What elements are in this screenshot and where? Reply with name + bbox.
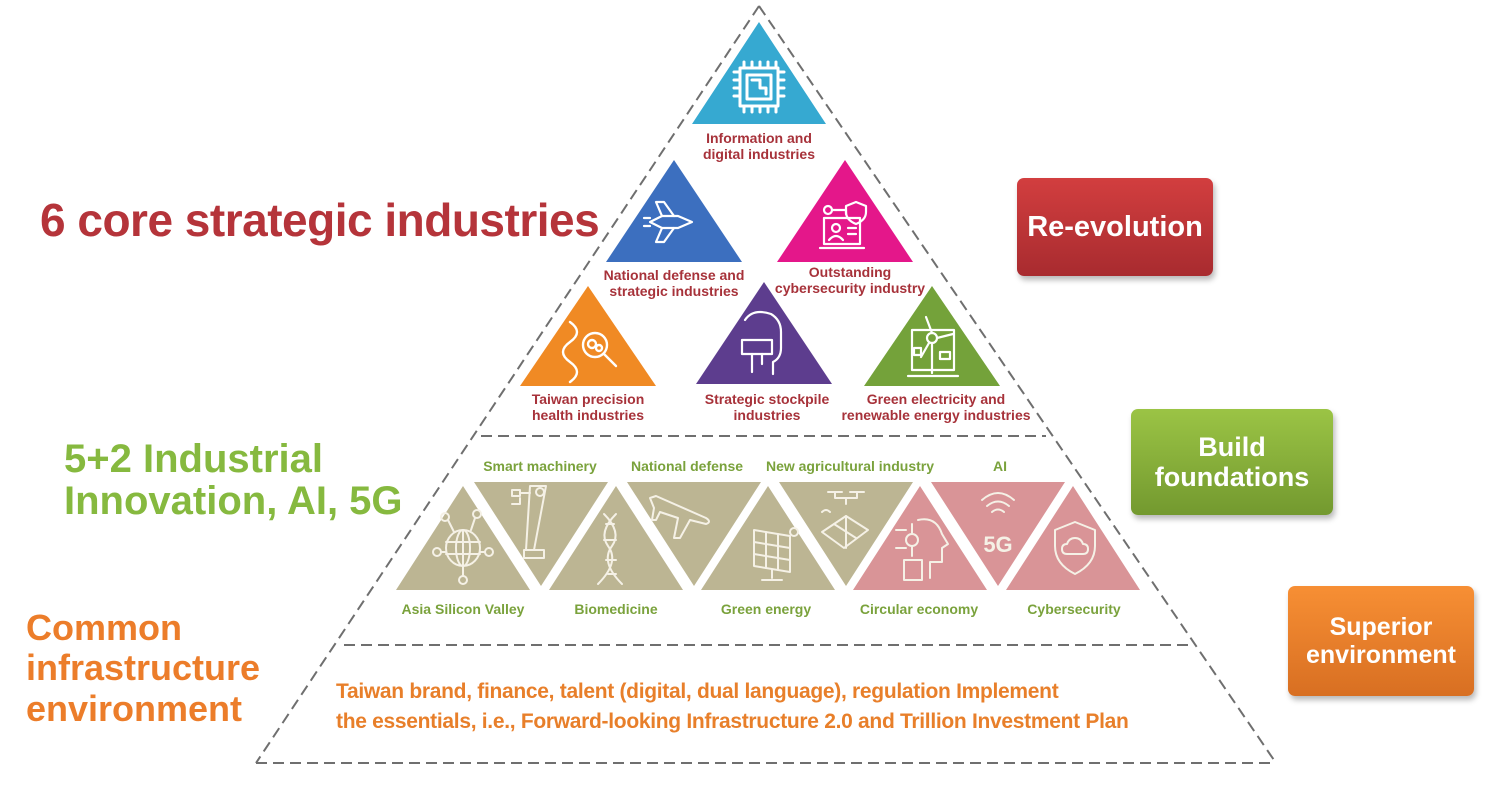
description-line: Taiwan brand, finance, talent (digital, …: [336, 680, 1059, 703]
triangle-green-energy: [701, 486, 835, 590]
tier2-triangles: [396, 482, 1140, 590]
label-line: Strategic stockpile: [704, 391, 830, 407]
label-smart-machinery: Smart machinery: [483, 458, 597, 474]
description-line: the essentials, i.e., Forward-looking In…: [336, 710, 1129, 733]
label-ai: AI: [993, 458, 1007, 474]
label-line: strategic industries: [609, 283, 739, 300]
label-line: digital industries: [702, 146, 815, 163]
triangle-ai: [931, 482, 1065, 586]
label-green-electricity: Green electricity and renewable energy i…: [838, 391, 1034, 423]
solar-panel-icon: [753, 527, 799, 581]
infrastructure-description: Taiwan brand, finance, talent (digital, …: [336, 677, 1129, 737]
5g-glyph: 5G: [983, 532, 1012, 557]
vr-headset-icon: [740, 310, 783, 376]
badge-label: Superior: [1329, 613, 1433, 641]
triangle-circular-economy: [853, 486, 987, 590]
label-line: Green electricity and: [866, 391, 1006, 407]
badge-re-evolution: Re-evolution: [1017, 178, 1213, 276]
label-cybersecurity-industry: Outstanding cybersecurity industry: [765, 264, 935, 296]
label-new-agricultural-industry: New agricultural industry: [765, 458, 935, 474]
badge-label: foundations: [1154, 462, 1310, 492]
label-green-energy: Green energy: [720, 601, 812, 617]
shield-cloud-icon: [1054, 521, 1096, 575]
triangle-information-digital: [692, 22, 826, 124]
label-cybersecurity-5p2: Cybersecurity: [1027, 601, 1121, 617]
wind-turbine-icon: [906, 315, 960, 378]
label-strategic-stockpile: Strategic stockpile industries: [689, 391, 845, 423]
heading-6-core-strategic-industries: 6 core strategic industries: [40, 194, 600, 246]
triangle-green-electricity: [864, 286, 1000, 386]
cpu-chip-icon: [732, 60, 786, 114]
dna-magnifier-icon: [561, 320, 618, 384]
label-precision-health: Taiwan precision health industries: [513, 391, 663, 423]
heading-line: Innovation, AI, 5G: [64, 479, 403, 523]
label-line: Taiwan precision: [531, 391, 645, 407]
triangle-national-defense: [606, 160, 742, 262]
badge-label: environment: [1305, 641, 1457, 669]
triangle-smart-machinery: [474, 482, 608, 586]
label-circular-economy: Circular economy: [859, 601, 979, 617]
label-national-defense: National defense and strategic industrie…: [589, 267, 759, 299]
label-line: renewable energy industries: [841, 407, 1031, 424]
fighter-jet-icon: [642, 200, 694, 244]
wifi-5g-icon: [981, 492, 1015, 513]
heading-line: Common: [26, 607, 182, 648]
label-line: health industries: [531, 407, 645, 424]
label-line: Information and: [706, 130, 812, 146]
heading-line: 5+2 Industrial: [64, 437, 323, 481]
dna-icon: [597, 513, 623, 585]
heading-line: environment: [26, 687, 243, 729]
badge-build-foundations: Build foundations: [1131, 409, 1333, 515]
tier1-triangles: [520, 22, 1000, 386]
label-line: industries: [733, 407, 801, 424]
pyramid-outline: [255, 5, 1277, 764]
label-national-defense-5p2: National defense: [630, 458, 744, 474]
label-biomedicine: Biomedicine: [574, 601, 658, 617]
label-line: National defense and: [603, 267, 745, 283]
globe-network-icon: [432, 509, 494, 585]
robot-arm-icon: [511, 485, 547, 559]
badge-label: Re-evolution: [1027, 210, 1203, 243]
heading-common-infrastructure: Common infrastructure environment: [26, 607, 261, 729]
label-line: Outstanding: [808, 264, 892, 280]
laptop-shield-icon: [818, 200, 868, 250]
label-line: cybersecurity industry: [774, 280, 926, 297]
drone-farm-icon: [821, 491, 869, 549]
heading-line: infrastructure: [26, 647, 261, 689]
triangle-national-defense-5p2: [627, 482, 761, 586]
badge-superior-environment: Superior environment: [1288, 586, 1474, 696]
label-information-digital: Information and digital industries: [679, 130, 839, 162]
heading-5-plus-2-innovation: 5+2 Industrial Innovation, AI, 5G: [64, 438, 403, 522]
label-asia-silicon-valley: Asia Silicon Valley: [401, 601, 525, 617]
ai-head-icon: [895, 518, 949, 581]
airplane-icon: [649, 495, 710, 539]
triangle-strategic-stockpile: [696, 282, 832, 384]
badge-label: Build: [1198, 431, 1266, 462]
